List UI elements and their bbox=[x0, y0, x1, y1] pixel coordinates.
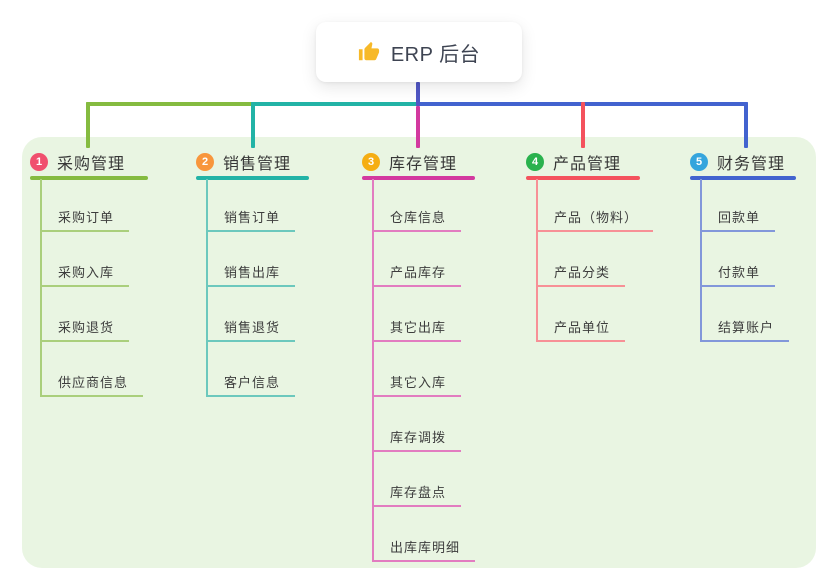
child-node[interactable]: 销售出库 bbox=[206, 259, 296, 287]
branch-label: 产品管理 bbox=[553, 156, 622, 173]
child-node[interactable]: 出库库明细 bbox=[372, 534, 476, 562]
child-node[interactable]: 产品单位 bbox=[536, 314, 626, 342]
child-node[interactable]: 付款单 bbox=[700, 259, 776, 287]
branch-header-purchase[interactable]: 1 采购管理 bbox=[30, 149, 125, 175]
connector-drop-product bbox=[581, 102, 585, 148]
child-node[interactable]: 供应商信息 bbox=[40, 369, 144, 397]
branch-underline-product bbox=[526, 176, 640, 180]
branch-header-inventory[interactable]: 3 库存管理 bbox=[362, 149, 457, 175]
child-node[interactable]: 采购订单 bbox=[40, 204, 130, 232]
child-node[interactable]: 结算账户 bbox=[700, 314, 790, 342]
connector-drop-inventory bbox=[416, 106, 420, 148]
branch-header-sales[interactable]: 2 销售管理 bbox=[196, 149, 291, 175]
branch-label: 财务管理 bbox=[717, 156, 786, 173]
child-node[interactable]: 库存调拨 bbox=[372, 424, 462, 452]
branch-underline-sales bbox=[196, 176, 309, 180]
branch-trunk-finance bbox=[700, 179, 702, 342]
branch-header-finance[interactable]: 5 财务管理 bbox=[690, 149, 785, 175]
child-node[interactable]: 销售退货 bbox=[206, 314, 296, 342]
branch-number-badge: 5 bbox=[690, 153, 708, 171]
branch-trunk-product bbox=[536, 179, 538, 342]
child-node[interactable]: 其它出库 bbox=[372, 314, 462, 342]
child-node[interactable]: 产品分类 bbox=[536, 259, 626, 287]
branch-panel-background bbox=[22, 137, 816, 568]
branch-underline-inventory bbox=[362, 176, 475, 180]
branch-number-badge: 1 bbox=[30, 153, 48, 171]
branch-label: 销售管理 bbox=[223, 156, 292, 173]
branch-trunk-inventory bbox=[372, 179, 374, 562]
child-node[interactable]: 其它入库 bbox=[372, 369, 462, 397]
branch-label: 采购管理 bbox=[57, 156, 126, 173]
branch-number-badge: 4 bbox=[526, 153, 544, 171]
connector-drop-purchase bbox=[86, 102, 90, 148]
connector-root-vertical bbox=[416, 82, 420, 106]
branch-number-badge: 3 bbox=[362, 153, 380, 171]
connector-horizontal-purchase bbox=[86, 102, 253, 106]
connector-drop-sales bbox=[251, 102, 255, 148]
child-node[interactable]: 采购退货 bbox=[40, 314, 130, 342]
branch-trunk-sales bbox=[206, 179, 208, 397]
root-node-title: ERP 后台 bbox=[390, 43, 481, 66]
branch-underline-finance bbox=[690, 176, 796, 180]
branch-underline-purchase bbox=[30, 176, 148, 180]
child-node[interactable]: 产品（物料） bbox=[536, 204, 654, 232]
child-node[interactable]: 客户信息 bbox=[206, 369, 296, 397]
connector-horizontal-sales bbox=[251, 102, 420, 106]
child-node[interactable]: 销售订单 bbox=[206, 204, 296, 232]
child-node[interactable]: 仓库信息 bbox=[372, 204, 462, 232]
child-node[interactable]: 库存盘点 bbox=[372, 479, 462, 507]
root-node-erp[interactable]: ERP 后台 bbox=[316, 22, 522, 82]
child-node[interactable]: 产品库存 bbox=[372, 259, 462, 287]
child-node[interactable]: 回款单 bbox=[700, 204, 776, 232]
connector-drop-finance bbox=[744, 102, 748, 148]
thumbs-up-icon bbox=[358, 41, 380, 63]
branch-number-badge: 2 bbox=[196, 153, 214, 171]
branch-trunk-purchase bbox=[40, 179, 42, 397]
child-node[interactable]: 采购入库 bbox=[40, 259, 130, 287]
branch-header-product[interactable]: 4 产品管理 bbox=[526, 149, 621, 175]
branch-label: 库存管理 bbox=[389, 156, 458, 173]
